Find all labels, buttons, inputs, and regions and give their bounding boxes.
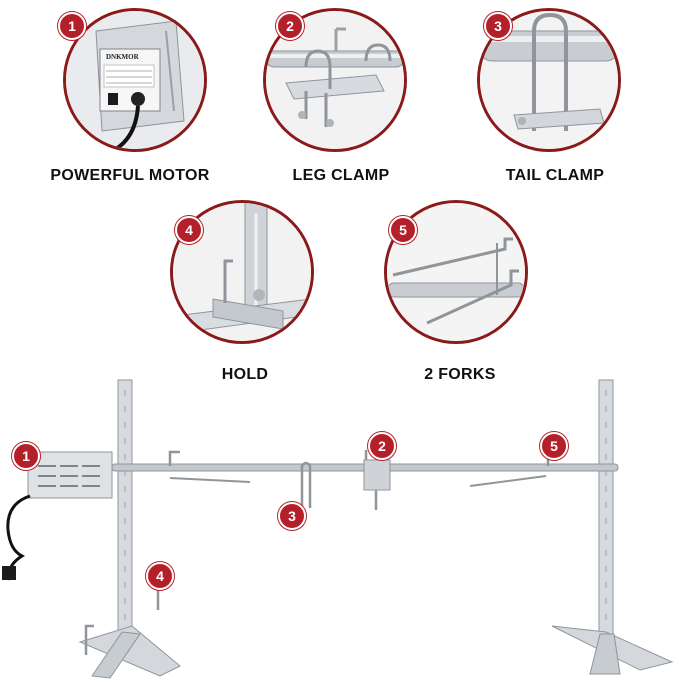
detail-5-caption: 2 FORKS <box>424 366 496 383</box>
detail-4-caption: HOLD <box>221 366 269 383</box>
motor-detail-image: DNKMOR <box>63 8 207 152</box>
motor-brand-logo: DNKMOR <box>106 53 140 61</box>
main-marker-1: 1 <box>12 442 40 470</box>
main-marker-5: 5 <box>540 432 568 460</box>
detail-5-badge: 5 <box>389 216 417 244</box>
main-marker-2: 2 <box>368 432 396 460</box>
detail-2-badge: 2 <box>276 12 304 40</box>
detail-1-caption: POWERFUL MOTOR <box>50 167 210 184</box>
detail-4-badge: 4 <box>175 216 203 244</box>
main-marker-3: 3 <box>278 502 306 530</box>
rotisserie-assembly-image: 1 2 3 4 5 <box>0 370 679 683</box>
detail-3-badge: 3 <box>484 12 512 40</box>
detail-2-caption: LEG CLAMP <box>292 167 390 184</box>
detail-1-badge: 1 <box>58 12 86 40</box>
detail-3-caption: TAIL CLAMP <box>505 167 605 184</box>
main-marker-4: 4 <box>146 562 174 590</box>
